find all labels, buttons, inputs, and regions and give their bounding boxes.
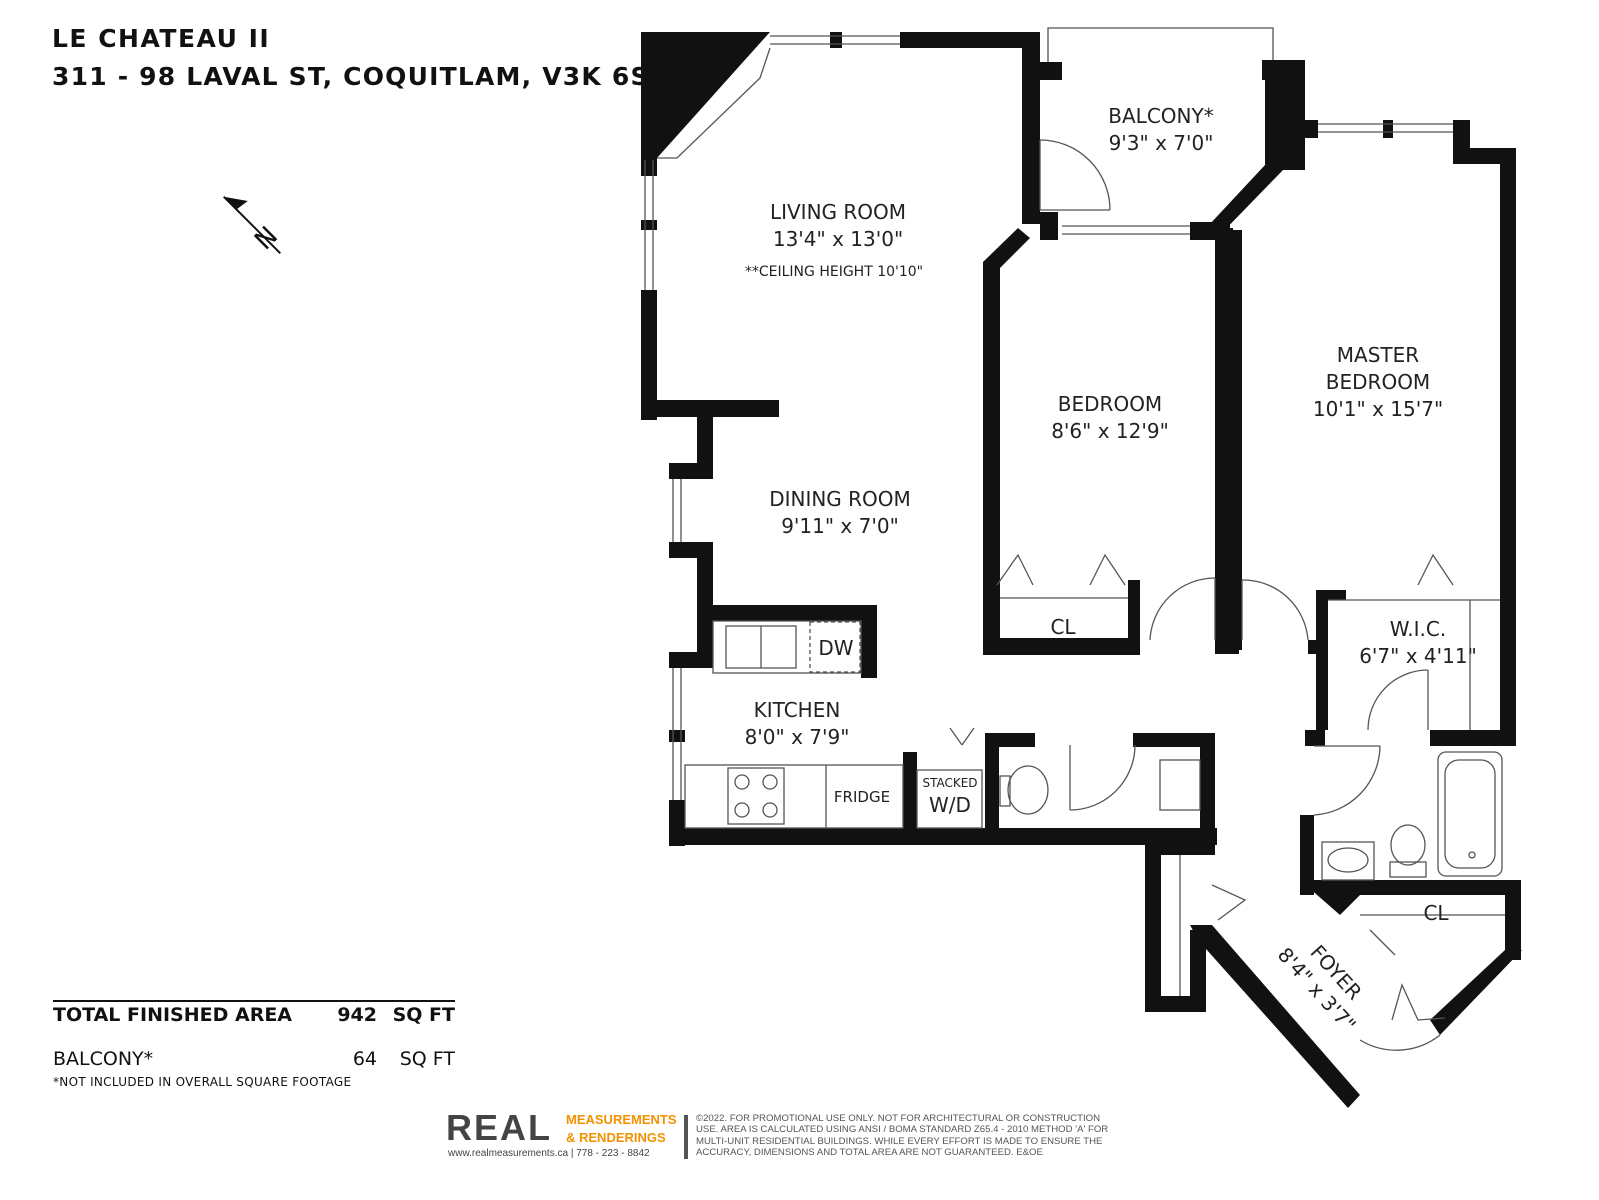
total-area-unit: SQ FT (392, 1004, 455, 1026)
property-address: 311 - 98 LAVAL ST, COQUITLAM, V3K 6S9 (52, 62, 669, 91)
bedroom-closet-label: CL (1050, 615, 1076, 639)
stacked-label: STACKED (922, 776, 977, 790)
master-dims: 10'1" x 15'7" (1313, 397, 1443, 421)
area-footnote: *NOT INCLUDED IN OVERALL SQUARE FOOTAGE (53, 1075, 352, 1089)
master-name-line2: BEDROOM (1326, 370, 1430, 394)
dishwasher-label: DW (818, 636, 853, 660)
washer-dryer-label: W/D (929, 793, 971, 817)
logo-line2: & RENDERINGS (566, 1130, 666, 1145)
wic-name: W.I.C. (1390, 617, 1446, 641)
master-name-line1: MASTER (1337, 343, 1419, 367)
logo-line1: MEASUREMENTS (566, 1112, 677, 1127)
living-room-name: LIVING ROOM (770, 200, 906, 224)
kitchen-dims: 8'0" x 7'9" (745, 725, 850, 749)
disclaimer-text: ©2022. FOR PROMOTIONAL USE ONLY. NOT FOR… (696, 1113, 1109, 1158)
total-area-label: TOTAL FINISHED AREA (53, 1004, 293, 1026)
foyer-closet-label: CL (1423, 901, 1449, 925)
bedroom-name: BEDROOM (1058, 392, 1162, 416)
wic-dims: 6'7" x 4'11" (1359, 644, 1477, 668)
fixtures-outline (644, 27, 1505, 1051)
bedroom-dims: 8'6" x 12'9" (1051, 419, 1169, 443)
total-area-value: 942 (337, 1004, 377, 1026)
living-room-dims: 13'4" x 13'0" (773, 227, 903, 251)
balcony-name: BALCONY* (1108, 104, 1213, 128)
fridge-label: FRIDGE (834, 788, 890, 806)
company-contact: www.realmeasurements.ca | 778 - 223 - 88… (448, 1148, 650, 1159)
balcony-area-value: 64 (352, 1048, 377, 1070)
kitchen-name: KITCHEN (754, 698, 841, 722)
balcony-dims: 9'3" x 7'0" (1109, 131, 1214, 155)
total-area-row: TOTAL FINISHED AREA 942 SQ FT (53, 1000, 455, 1032)
balcony-area-unit: SQ FT (399, 1048, 455, 1070)
logo-divider (684, 1115, 688, 1159)
walls (641, 32, 1522, 1108)
room-labels: LIVING ROOM 13'4" x 13'0" **CEILING HEIG… (745, 104, 1477, 1037)
balcony-area-label: BALCONY* (53, 1048, 154, 1070)
north-arrow-icon: N (223, 196, 284, 256)
logo-wordmark: REAL (446, 1107, 552, 1148)
dining-dims: 9'11" x 7'0" (781, 514, 899, 538)
living-room-note: **CEILING HEIGHT 10'10" (745, 264, 923, 280)
property-title: LE CHATEAU II (52, 24, 271, 53)
dining-name: DINING ROOM (769, 487, 911, 511)
